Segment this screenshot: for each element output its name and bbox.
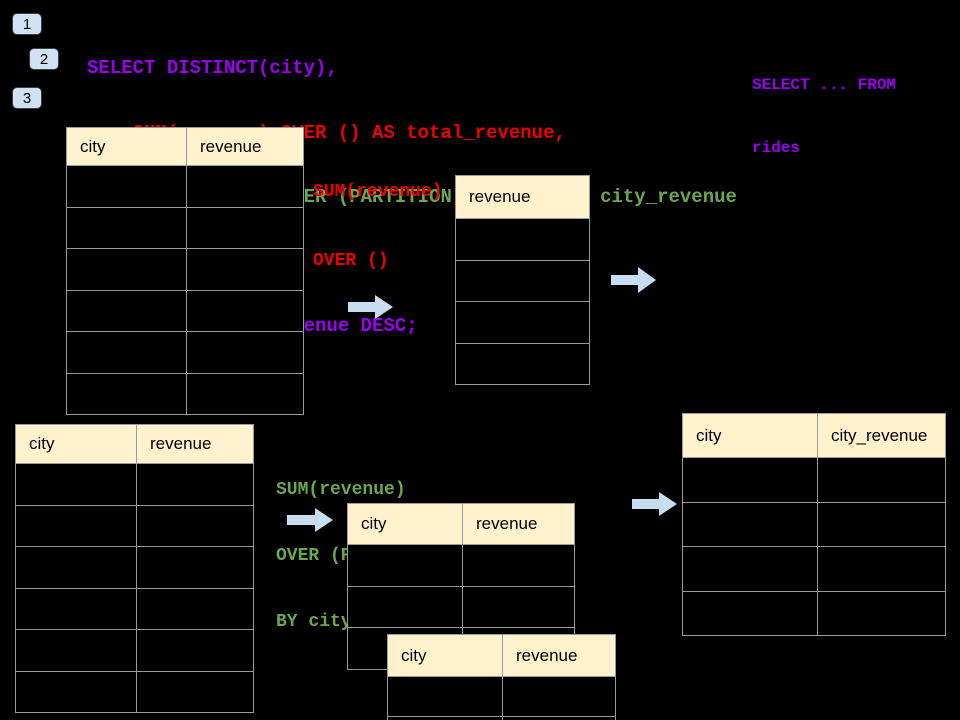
table-row	[15, 670, 254, 713]
label-total-line-1: SUM(revenue)	[313, 182, 443, 202]
column-header-revenue: revenue	[455, 175, 590, 219]
table-row	[66, 248, 304, 291]
table-row	[66, 289, 304, 332]
table-row	[347, 585, 575, 628]
step-badge-3: 3	[12, 87, 42, 109]
column-header-revenue: revenue	[136, 424, 254, 464]
table-row	[66, 206, 304, 249]
table-header-row: city revenue	[387, 634, 616, 677]
table-row	[455, 301, 590, 344]
table-row	[682, 457, 946, 503]
table-city-revenue-result: city city_revenue	[682, 413, 946, 636]
table-row	[455, 342, 590, 385]
label-sum-over-total: SUM(revenue) OVER ()	[313, 135, 443, 319]
column-header-city: city	[15, 424, 137, 464]
arrow-right-icon	[611, 267, 656, 293]
arrow-right-icon	[632, 492, 677, 516]
table-row	[347, 544, 575, 587]
column-header-revenue: revenue	[462, 503, 575, 545]
table-row	[15, 504, 254, 547]
table-header-row: city revenue	[347, 503, 575, 545]
table-total-revenue-result: revenue	[455, 175, 590, 385]
side-note-code: SELECT ... FROM rides	[752, 33, 896, 201]
label-total-line-2: OVER ()	[313, 251, 389, 271]
table-row	[66, 331, 304, 374]
column-header-city: city	[387, 634, 503, 677]
table-row	[682, 590, 946, 636]
table-row	[387, 676, 616, 717]
side-note-line-2: rides	[752, 139, 801, 157]
table-header-row: city city_revenue	[682, 413, 946, 458]
step-badge-1: 1	[12, 13, 42, 35]
side-note-line-1: SELECT ... FROM	[752, 76, 897, 94]
column-header-revenue: revenue	[502, 634, 616, 677]
table-row	[15, 587, 254, 630]
table-row	[66, 165, 304, 208]
label-partition-line-1: SUM(revenue)	[276, 480, 406, 500]
table-row	[15, 463, 254, 506]
arrow-right-icon	[348, 295, 393, 319]
column-header-city-revenue: city_revenue	[817, 413, 946, 458]
sql-line-select: SELECT DISTINCT(city),	[87, 57, 338, 79]
column-header-city: city	[66, 127, 187, 166]
table-row	[15, 629, 254, 672]
table-header-row: city revenue	[15, 424, 254, 464]
table-partition-overlay: city revenue	[387, 634, 616, 720]
table-row	[15, 546, 254, 589]
table-row	[682, 501, 946, 547]
column-header-city: city	[347, 503, 463, 545]
arrow-right-icon	[287, 508, 333, 532]
table-row	[682, 546, 946, 592]
column-header-revenue: revenue	[186, 127, 304, 166]
table-source-bottom: city revenue	[15, 424, 254, 713]
step-badge-2: 2	[29, 48, 59, 70]
table-header-row: city revenue	[66, 127, 304, 166]
table-source-top: city revenue	[66, 127, 304, 415]
table-row	[455, 259, 590, 302]
table-header-row: revenue	[455, 175, 590, 219]
table-row	[387, 716, 616, 720]
table-row	[455, 218, 590, 261]
column-header-city: city	[682, 413, 818, 458]
table-row	[66, 372, 304, 415]
